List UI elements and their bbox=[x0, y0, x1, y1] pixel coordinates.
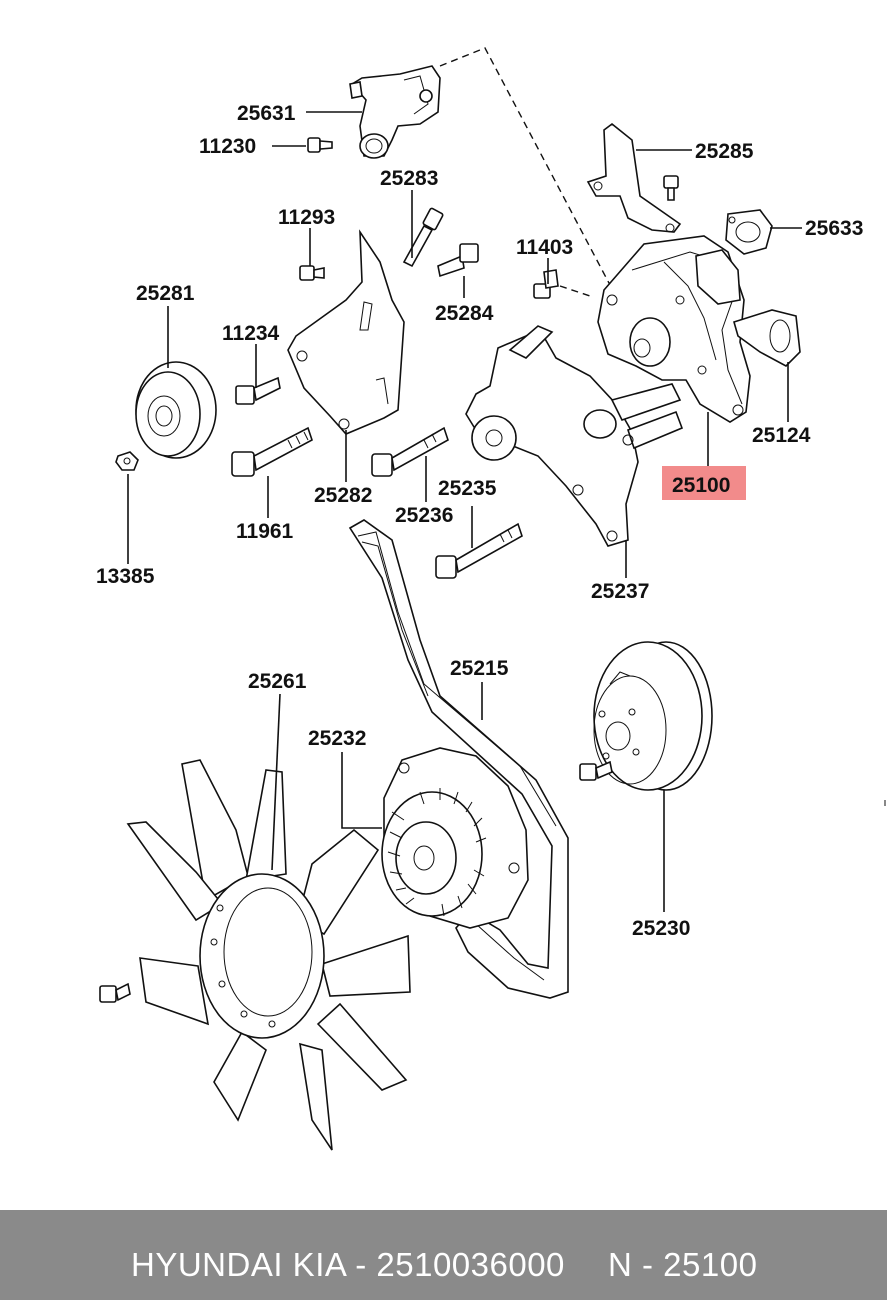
bolt-11961 bbox=[231, 426, 313, 477]
highlight-box-25100 bbox=[662, 466, 746, 500]
label-25284: 25284 bbox=[435, 302, 494, 325]
bracket-25285 bbox=[586, 122, 682, 233]
v-belt-25215 bbox=[348, 519, 569, 999]
idler-pulley-25281 bbox=[135, 361, 217, 459]
bolt-25283 bbox=[402, 207, 444, 268]
leader-lines bbox=[127, 111, 802, 912]
label-25124: 25124 bbox=[752, 424, 811, 447]
label-11961: 11961 bbox=[236, 520, 294, 543]
label-11403: 11403 bbox=[516, 236, 573, 259]
label-25237: 25237 bbox=[591, 580, 649, 603]
fan-clutch-25232 bbox=[381, 747, 529, 929]
bolt-11230 bbox=[307, 137, 333, 153]
label-25283: 25283 bbox=[380, 167, 438, 190]
label-25282: 25282 bbox=[314, 484, 372, 507]
footer-reference-number: N - 25100 bbox=[608, 1246, 758, 1283]
bracket-25282 bbox=[287, 229, 405, 435]
footer-brand-part-number: HYUNDAI KIA - 2510036000 bbox=[131, 1246, 565, 1283]
pump-housing-bracket bbox=[465, 325, 684, 547]
bolt-fan bbox=[99, 982, 131, 1003]
label-11230: 11230 bbox=[199, 135, 256, 158]
fan-25261 bbox=[126, 759, 411, 1151]
water-pump-assembly bbox=[597, 235, 751, 423]
label-25281: 25281 bbox=[136, 282, 195, 305]
part-labels: 25631 11230 25283 25285 25633 11293 1140… bbox=[96, 102, 863, 940]
label-25100: 25100 bbox=[672, 474, 730, 497]
water-outlet-fitting bbox=[349, 65, 441, 159]
label-25235: 25235 bbox=[438, 477, 497, 500]
label-25261: 25261 bbox=[248, 670, 307, 693]
label-13385: 13385 bbox=[96, 565, 155, 588]
gasket-25633 bbox=[725, 209, 773, 255]
bolt-25236 bbox=[371, 426, 449, 477]
label-11234: 11234 bbox=[222, 322, 280, 345]
label-25631: 25631 bbox=[237, 102, 296, 125]
pump-pulley-25230 bbox=[593, 641, 713, 791]
parts-diagram: 25631 11230 25283 25285 25633 11293 1140… bbox=[96, 47, 886, 1151]
bolt-11293 bbox=[299, 265, 325, 281]
label-11293: 11293 bbox=[278, 206, 335, 229]
bolt-bracket-small bbox=[663, 175, 679, 201]
leader-dashed-11403 bbox=[559, 285, 591, 297]
label-25285: 25285 bbox=[695, 140, 754, 163]
bolt-11403 bbox=[533, 269, 559, 299]
label-25215: 25215 bbox=[450, 657, 509, 680]
label-25633: 25633 bbox=[805, 217, 863, 240]
label-25236: 25236 bbox=[395, 504, 453, 527]
bolt-11234 bbox=[235, 376, 281, 405]
footer-bar: HYUNDAI KIA - 2510036000 N - 25100 bbox=[0, 1210, 887, 1300]
bolt-pulley bbox=[579, 760, 613, 781]
gasket-25124 bbox=[733, 309, 801, 367]
label-25232: 25232 bbox=[308, 727, 366, 750]
bolt-25284 bbox=[437, 243, 479, 278]
label-25230: 25230 bbox=[632, 917, 690, 940]
leader-dashed-fitting bbox=[439, 47, 621, 305]
bolt-25235 bbox=[435, 522, 523, 579]
nut-13385 bbox=[115, 451, 139, 471]
